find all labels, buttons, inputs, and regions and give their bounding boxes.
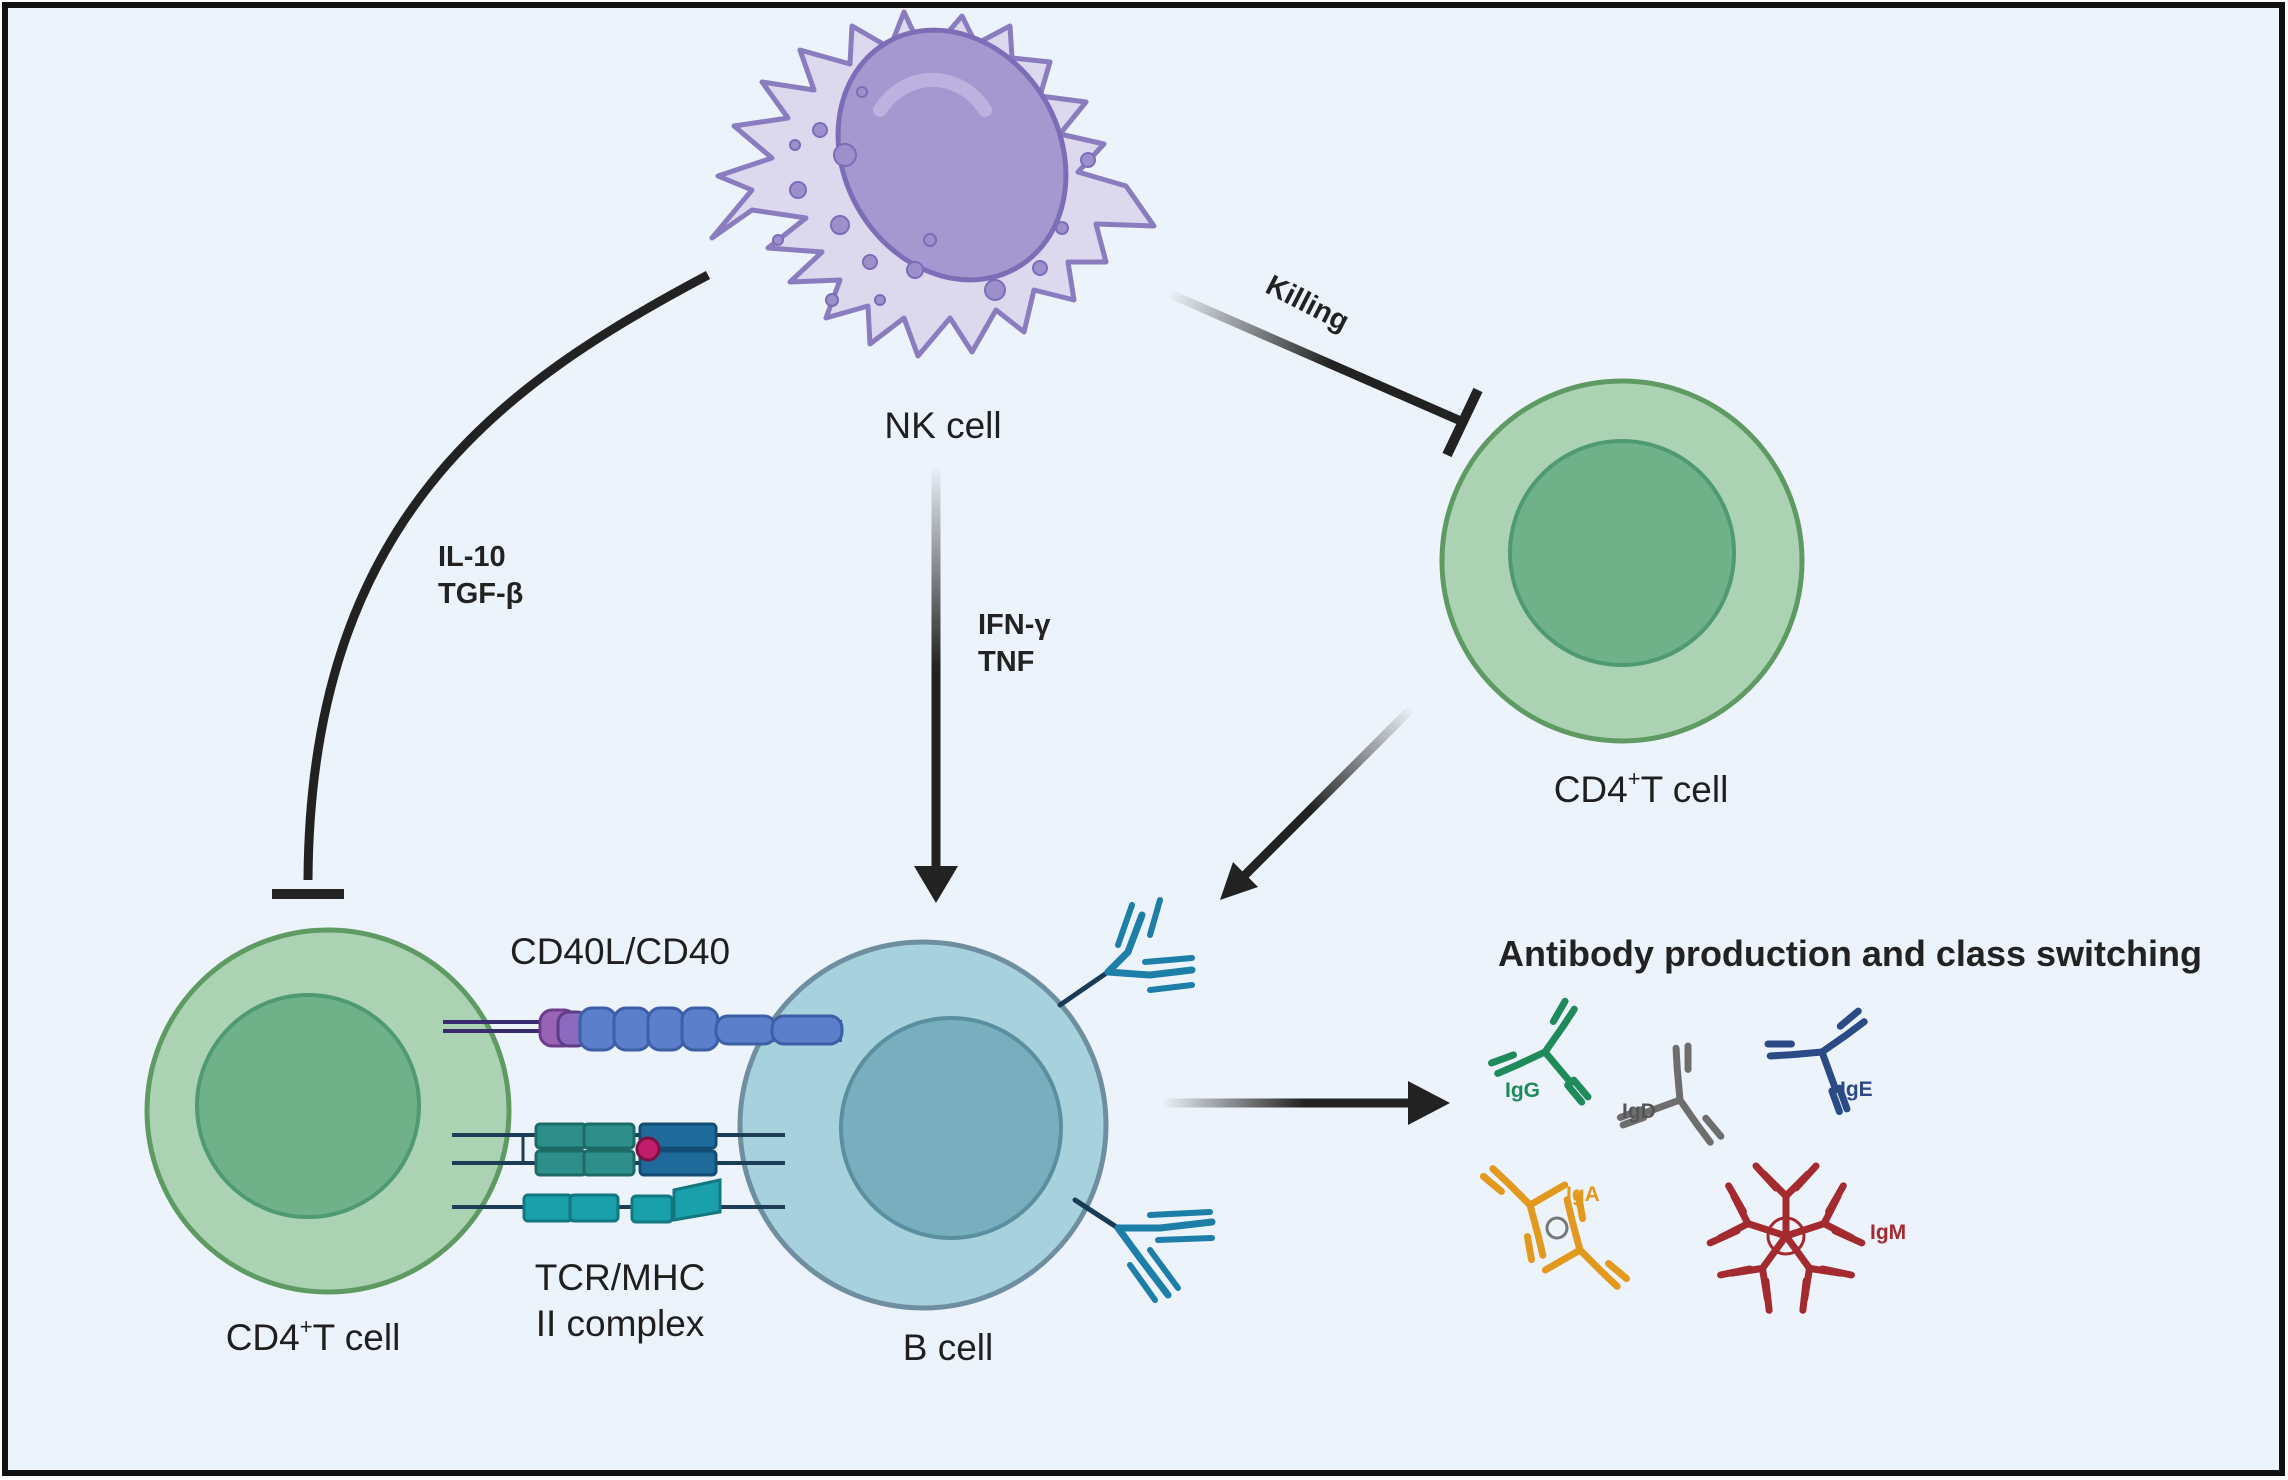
cd4-t-cell-left: CD4+T cell — [144, 927, 512, 1358]
cd4-t-cell-left-label: CD4+T cell — [226, 1314, 401, 1358]
antibody-title: Antibody production and class switching — [1498, 933, 2202, 974]
t-cell-left-nucleus — [195, 993, 421, 1219]
nk-granules — [772, 86, 1096, 307]
cd40l-cd40-complex: CD40L/CD40 — [443, 931, 844, 1052]
igd-antibody — [1616, 1042, 1725, 1146]
igm-label: IgM — [1870, 1221, 1906, 1244]
b-cell-receptor-bottom — [1072, 1197, 1216, 1303]
tcr-mhc-label-line1: TCR/MHC — [535, 1257, 706, 1298]
il10-label: IL-10 — [438, 541, 506, 573]
nk-cell: NK cell — [709, 9, 1157, 446]
iga-label: IgA — [1566, 1183, 1600, 1206]
b-cell-label: B cell — [903, 1327, 993, 1368]
ifng-label: IFN-γ — [978, 609, 1051, 641]
nk-nucleus-highlight — [873, 73, 992, 117]
b-cell-nucleus — [839, 1016, 1063, 1240]
t-cell-right-nucleus — [1508, 439, 1736, 667]
tcr-mhc-label-line2: II complex — [536, 1303, 705, 1344]
cd40l-cd40-label: CD40L/CD40 — [510, 931, 730, 972]
b-cell-receptor-top — [1057, 897, 1196, 1008]
igd-label: IgD — [1622, 1100, 1656, 1123]
t-cell-help-arrow — [1220, 704, 1416, 900]
ifng-tnf-activation-arrow: IFN-γ TNF — [914, 465, 1051, 903]
nk-cell-label: NK cell — [884, 405, 1001, 446]
igg-label: IgG — [1505, 1079, 1540, 1102]
igm-antibody — [1706, 1162, 1866, 1314]
antibody-production-arrow — [1162, 1081, 1450, 1125]
antibody-panel: Antibody production and class switching … — [1479, 933, 2202, 1314]
igg-antibody — [1488, 997, 1592, 1106]
tgfb-label: TGF-β — [438, 578, 523, 610]
ige-label: IgE — [1840, 1078, 1873, 1101]
cd4-t-cell-right-label: CD4+T cell — [1554, 766, 1729, 810]
cd4-t-cell-right: CD4+T cell — [1439, 378, 1805, 810]
il10-tgfb-inhibition-arrow: IL-10 TGF-β — [272, 271, 711, 899]
ige-antibody — [1764, 1007, 1868, 1116]
tcr-mhc-ii-complex: TCR/MHC II complex — [452, 1122, 785, 1344]
iga-antibody — [1479, 1165, 1631, 1290]
tnf-label: TNF — [978, 646, 1034, 678]
